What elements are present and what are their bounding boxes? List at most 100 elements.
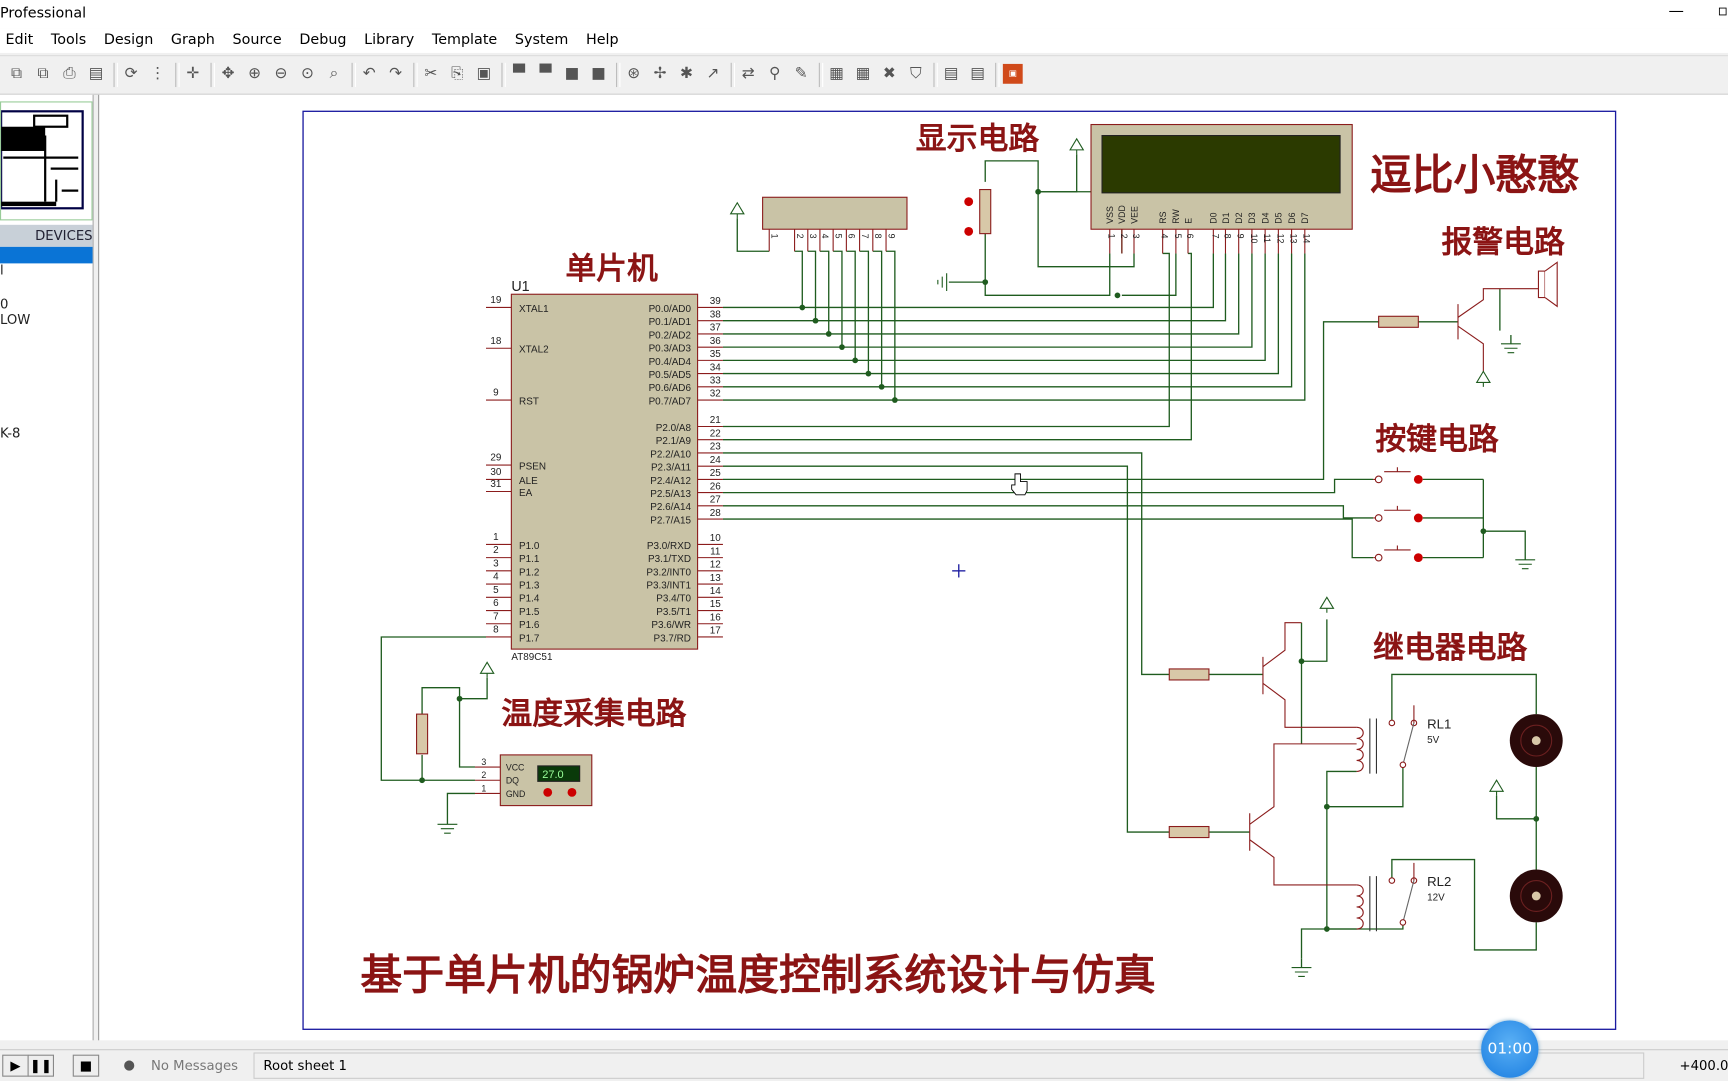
block-delete-icon[interactable]: ■ — [591, 65, 606, 83]
wire[interactable] — [1301, 619, 1328, 662]
wire[interactable] — [886, 250, 896, 401]
pick-device-icon[interactable]: ⊛ — [627, 65, 641, 83]
maximize-icon[interactable]: ▫ — [1717, 2, 1728, 20]
zoom-to-child-icon[interactable]: ⛉ — [910, 65, 922, 83]
wire[interactable] — [794, 250, 803, 308]
stop-icon[interactable]: ■ — [72, 1054, 100, 1077]
wire[interactable] — [722, 253, 1280, 375]
wire[interactable] — [984, 253, 1111, 297]
menu-edit[interactable]: Edit — [5, 31, 34, 49]
netlist-icon[interactable]: ▤ — [970, 65, 985, 83]
wire[interactable] — [1326, 770, 1357, 930]
wire[interactable] — [722, 253, 1266, 362]
redraw-icon[interactable]: ⟳ — [124, 65, 138, 83]
wire[interactable] — [722, 252, 1170, 428]
wire[interactable] — [722, 253, 1240, 335]
wire[interactable] — [1037, 191, 1135, 268]
wire[interactable] — [722, 253, 1227, 322]
wire[interactable] — [1391, 858, 1537, 951]
search-tag-icon[interactable]: ⚲ — [769, 65, 781, 83]
wire[interactable] — [421, 687, 475, 768]
menu-system[interactable]: System — [514, 31, 569, 49]
wire[interactable] — [859, 250, 870, 374]
block-move-icon[interactable]: ▀ — [539, 65, 552, 83]
device-item[interactable]: LOW — [0, 311, 31, 328]
wire[interactable] — [1326, 922, 1404, 930]
wire[interactable] — [1300, 928, 1327, 959]
menu-source[interactable]: Source — [232, 31, 282, 49]
copy-icon[interactable]: ⎘ — [451, 65, 464, 83]
wire[interactable] — [722, 253, 1253, 348]
wire[interactable] — [872, 250, 883, 387]
zoom-all-icon[interactable]: ⊙ — [300, 65, 314, 83]
wire[interactable] — [948, 233, 986, 283]
wire[interactable] — [722, 253, 1215, 309]
new-sheet-icon[interactable]: ▦ — [829, 65, 844, 83]
undo-icon[interactable]: ↶ — [362, 65, 376, 83]
origin-icon[interactable]: ✛ — [186, 65, 200, 83]
minimize-icon[interactable]: — — [1668, 2, 1684, 20]
device-item[interactable]: K-8 — [0, 425, 21, 441]
wire[interactable] — [1391, 673, 1537, 723]
wire[interactable] — [1038, 154, 1078, 193]
menu-design[interactable]: Design — [103, 31, 154, 49]
wire[interactable] — [846, 250, 856, 361]
import-section-icon[interactable]: ⧉ — [11, 65, 23, 83]
wire-autorouter-icon[interactable]: ⇄ — [741, 65, 755, 83]
menu-library[interactable]: Library — [364, 31, 415, 49]
wire[interactable] — [459, 677, 488, 700]
wire[interactable] — [380, 636, 486, 781]
status-messages[interactable]: No Messages — [150, 1057, 239, 1074]
block-copy-icon[interactable]: ▀ — [513, 65, 526, 83]
menu-help[interactable]: Help — [585, 31, 619, 49]
paste-icon[interactable]: ▣ — [476, 65, 492, 83]
wire[interactable] — [722, 253, 1306, 401]
zoom-area-icon[interactable]: ⌕ — [329, 65, 339, 83]
zoom-in-icon[interactable]: ⊕ — [248, 65, 262, 83]
device-selected-row[interactable] — [0, 246, 93, 264]
print-area-icon[interactable]: ▤ — [88, 65, 104, 83]
wire[interactable] — [807, 250, 817, 321]
wire[interactable] — [833, 250, 843, 348]
ares-icon[interactable]: ▣ — [1002, 63, 1023, 84]
overview-window[interactable] — [0, 101, 93, 221]
menu-template[interactable]: Template — [431, 31, 498, 49]
wire[interactable] — [722, 505, 1374, 519]
play-icon[interactable]: ▶ — [2, 1054, 29, 1077]
add-sheet-icon[interactable]: ▦ — [855, 65, 871, 83]
redo-icon[interactable]: ↷ — [389, 65, 403, 83]
wire[interactable] — [1495, 795, 1537, 820]
wire[interactable] — [446, 792, 475, 816]
wire[interactable] — [722, 465, 1170, 833]
wire[interactable] — [722, 321, 1379, 481]
wire[interactable] — [736, 218, 770, 252]
wire[interactable] — [819, 250, 830, 334]
zoom-out-icon[interactable]: ⊖ — [274, 65, 288, 83]
menu-tools[interactable]: Tools — [50, 31, 87, 49]
wire[interactable] — [1483, 530, 1526, 552]
bom-icon[interactable]: ▤ — [943, 65, 959, 83]
decompose-icon[interactable]: ↗ — [706, 65, 720, 83]
wire[interactable] — [722, 518, 1374, 559]
export-section-icon[interactable]: ⧉ — [37, 65, 49, 83]
device-item[interactable]: l — [0, 262, 4, 278]
cut-icon[interactable]: ✂ — [424, 65, 438, 83]
menu-graph[interactable]: Graph — [170, 31, 215, 49]
remove-sheet-icon[interactable]: ✖ — [882, 65, 896, 83]
wire[interactable] — [722, 253, 1293, 388]
pan-icon[interactable]: ✥ — [221, 65, 235, 83]
menu-debug[interactable]: Debug — [299, 31, 347, 49]
wire[interactable] — [722, 252, 1192, 441]
wire[interactable] — [722, 478, 1374, 494]
device-item[interactable]: 0 — [0, 296, 9, 312]
grid-icon[interactable]: ⋮ — [149, 65, 166, 83]
wire[interactable] — [1326, 764, 1404, 808]
recording-timer[interactable]: 01:00 — [1481, 1020, 1539, 1078]
package-tool-icon[interactable]: ✱ — [680, 65, 694, 83]
make-device-icon[interactable]: ✢ — [653, 65, 667, 83]
wire[interactable] — [722, 452, 1170, 676]
block-rotate-icon[interactable]: ■ — [564, 65, 580, 83]
wire[interactable] — [1121, 253, 1177, 297]
pause-icon[interactable]: ❚❚ — [27, 1054, 54, 1077]
